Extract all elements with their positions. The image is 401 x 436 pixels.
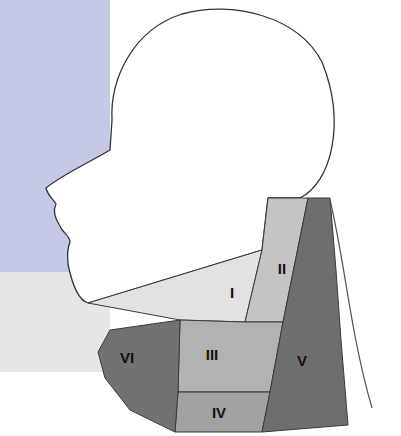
level-numeral: V xyxy=(297,353,307,368)
region-outline xyxy=(96,318,182,434)
level-numeral: II xyxy=(278,261,286,276)
level-numeral: VI xyxy=(120,350,134,365)
region-shape xyxy=(88,250,262,322)
region-shape xyxy=(178,320,283,392)
neck-level-region: III xyxy=(176,318,285,394)
region-shape xyxy=(98,320,180,432)
neck-level-region: V xyxy=(260,196,350,434)
region-shape xyxy=(175,392,270,432)
level-numeral: I xyxy=(230,285,234,300)
neck-level-region: I xyxy=(86,248,264,324)
region-outline xyxy=(260,196,350,434)
level-numeral: III xyxy=(206,347,219,362)
neck-level-region: IV xyxy=(173,390,272,434)
region-outline xyxy=(176,318,285,394)
level-numeral: IV xyxy=(212,405,226,420)
region-outline xyxy=(86,248,264,324)
region-shape xyxy=(262,198,348,432)
neck-level-region: VI xyxy=(96,318,182,434)
